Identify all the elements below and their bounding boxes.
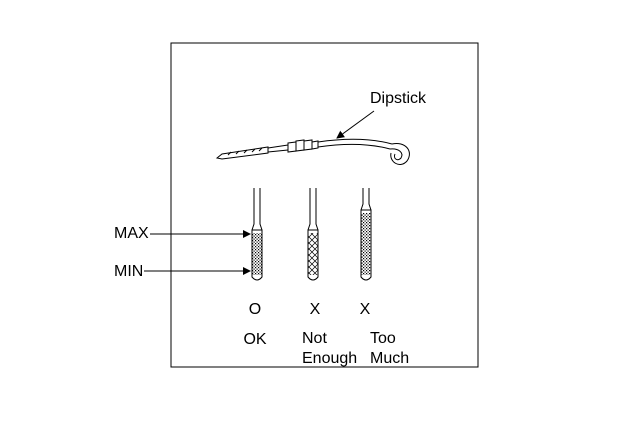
dipstick-label: Dipstick (370, 90, 427, 107)
mark-not-enough: X (310, 301, 321, 318)
mark-ok: O (249, 301, 261, 318)
mark-too-much: X (360, 301, 371, 318)
caption-not-line1: Not (302, 330, 327, 347)
max-label: MAX (114, 225, 149, 242)
caption-ok: OK (243, 331, 266, 348)
caption-too-line2: Much (370, 350, 409, 367)
dipstick-leader-arrow (336, 110, 375, 139)
stick-not-enough (307, 188, 319, 281)
stick-ok (251, 188, 263, 281)
min-label: MIN (114, 263, 143, 280)
diagram-frame (170, 42, 479, 368)
stick-too-much (360, 188, 372, 281)
caption-too-line1: Too (370, 330, 396, 347)
caption-not-line2: Enough (302, 350, 357, 367)
dipstick-illustration (215, 138, 410, 165)
